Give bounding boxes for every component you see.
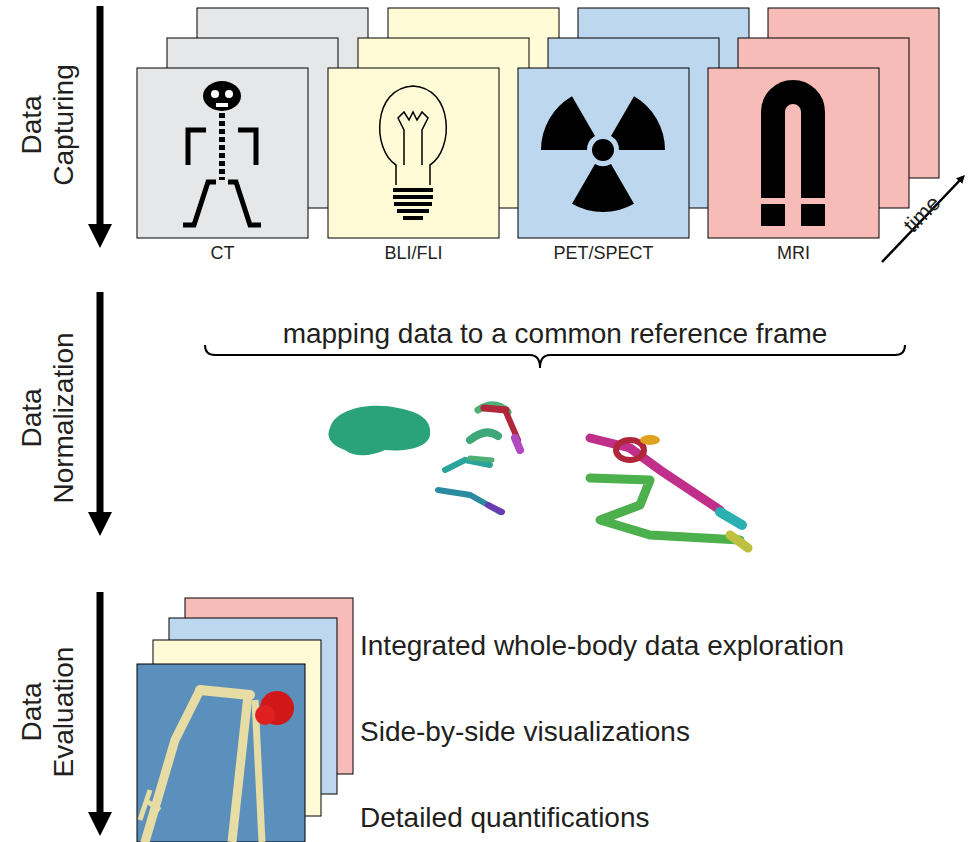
modality-panel: CT: [137, 68, 308, 238]
modality-panel: BLI/FLI: [328, 68, 499, 238]
stage-arrows: [88, 6, 112, 836]
stage-label: Data Evaluation: [16, 647, 80, 778]
stage-label: Data Capturing: [16, 64, 80, 185]
modality-label: PET/SPECT: [508, 243, 699, 264]
modality-panel: PET/SPECT: [518, 68, 689, 238]
evaluation-item: Side-by-side visualizations: [360, 716, 690, 748]
axis-label: time: [898, 190, 945, 237]
modality-label: CT: [127, 243, 318, 264]
evaluation-item: Integrated whole-body data exploration: [360, 630, 844, 662]
modality-label: MRI: [698, 243, 889, 264]
rendered-bones: [140, 690, 294, 842]
magnet-icon: [758, 92, 828, 226]
panel-stacks: [137, 8, 939, 238]
normalized-anatomy: [328, 405, 748, 548]
stage-label: Data Normalization: [16, 332, 80, 503]
evaluation-stack: [137, 598, 353, 842]
radiation-icon: [541, 96, 665, 212]
skeleton-icon: [183, 81, 261, 225]
modality-panel: MRI: [708, 68, 879, 238]
time-arrow: [882, 178, 962, 262]
light-bulb-icon: [380, 86, 447, 218]
evaluation-item: Detailed quantifications: [360, 802, 650, 834]
bracket-label: mapping data to a common reference frame: [279, 318, 832, 350]
modality-label: BLI/FLI: [318, 243, 509, 264]
